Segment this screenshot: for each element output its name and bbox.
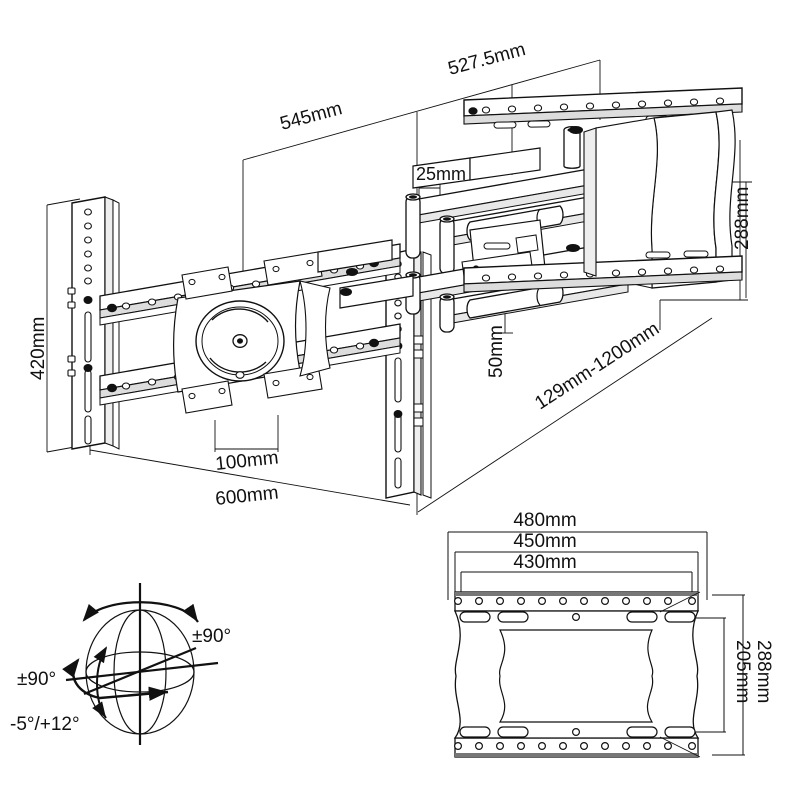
articulation-sphere-diagram: ±90° ±90° -5°/+12° [10,583,231,745]
dim-480mm: 480mm [513,510,576,531]
dim-420mm: 420mm [28,317,49,380]
wall-plate-dimension-lines [447,531,745,756]
label-swivel-top: ±90° [192,626,231,647]
dim-450mm: 450mm [513,531,576,552]
tv-bracket-left-vertical-rail [67,196,120,450]
dim-288mm-iso: 288mm [732,187,753,250]
wall-plate-body-profile [453,610,700,739]
dim-50mm: 50mm [486,325,507,378]
center-swivel-plate [172,251,331,414]
wall-plate-front-view: 480mm 450mm 430mm 205mm 288mm [447,510,774,758]
wall-plate-top-rail [454,591,699,612]
main-isometric-view: 527.5mm 545mm 25mm 288mm 420mm 100mm 600… [28,39,753,515]
label-swivel-side: ±90° [17,669,56,690]
label-tilt: -5°/+12° [10,714,80,735]
wall-plate-lower-slots [459,726,696,738]
arm-cross-bars [317,147,541,309]
arm-center-link-plate [461,219,546,279]
dim-25mm: 25mm [416,164,466,184]
dim-430mm: 430mm [513,552,576,573]
wall-plate-upper-slots [459,611,696,623]
wall-plate-isometric [463,87,743,293]
wall-plate-bottom-rail [454,737,699,758]
dim-205mm: 205mm [732,640,753,703]
arm-left-pivot-bolts [340,268,358,296]
dimension-labels-wall-plate: 480mm 450mm 430mm 205mm 288mm [513,510,774,703]
wall-plate-leader-lines [659,591,724,758]
tv-bracket-right-vertical-rail [385,248,432,499]
dim-288mm-front: 288mm [753,640,774,703]
